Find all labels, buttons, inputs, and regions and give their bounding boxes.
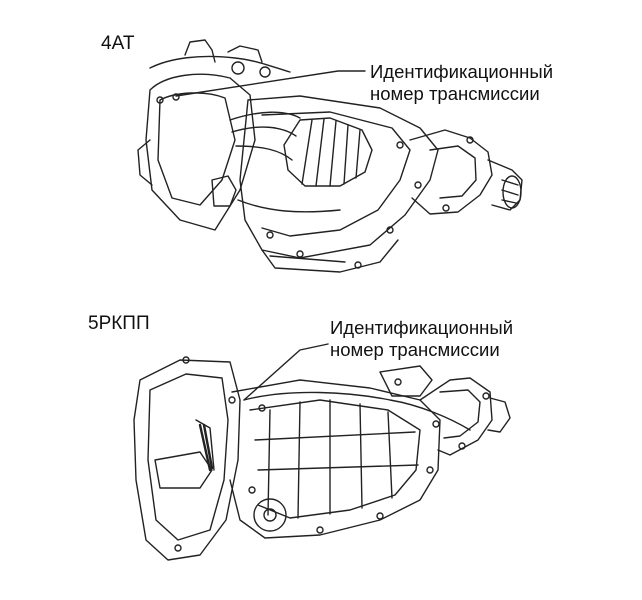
bottom-callout-line-1: Идентификационный <box>330 317 514 338</box>
top-identification-callout: Идентификационный номер трансмиссии <box>370 61 553 105</box>
bottom-identification-callout: Идентификационный номер трансмиссии <box>330 317 513 361</box>
top-callout-line-2: номер трансмиссии <box>370 83 540 104</box>
top-callout-line-1: Идентификационный <box>370 61 554 82</box>
manual-transmission-drawing <box>133 343 511 561</box>
transmission-5mt-label: 5РКПП <box>88 313 150 334</box>
transmission-4at-label: 4AT <box>101 33 135 54</box>
automatic-transmission-drawing <box>137 39 523 273</box>
bottom-callout-line-2: номер трансмиссии <box>330 339 500 360</box>
